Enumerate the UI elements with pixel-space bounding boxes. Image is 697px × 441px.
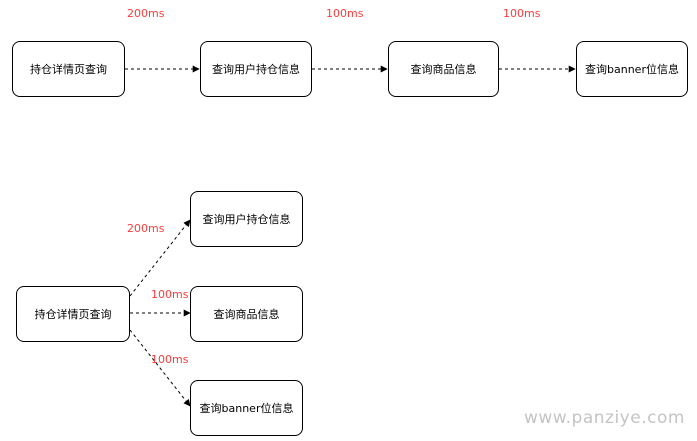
edge-par-1 [129,219,191,297]
edge-par-3 [129,329,191,407]
par-edge-label-2: 100ms [151,288,189,301]
seq-node-product-info: 查询商品信息 [388,41,499,97]
par-node-user-position: 查询用户持仓信息 [190,191,303,247]
par-edge-label-1: 200ms [127,222,165,235]
watermark: www.panziye.com [524,408,685,428]
par-node-detail-query: 持仓详情页查询 [16,286,130,342]
par-node-product-info: 查询商品信息 [190,286,303,342]
par-node-banner-info: 查询banner位信息 [190,380,303,436]
seq-edge-label-1: 200ms [127,7,165,20]
par-edge-label-3: 100ms [151,353,189,366]
seq-node-detail-query: 持仓详情页查询 [12,41,125,97]
seq-edge-label-3: 100ms [503,7,541,20]
seq-node-banner-info: 查询banner位信息 [576,41,688,97]
seq-edge-label-2: 100ms [326,7,364,20]
seq-node-user-position: 查询用户持仓信息 [200,41,312,97]
